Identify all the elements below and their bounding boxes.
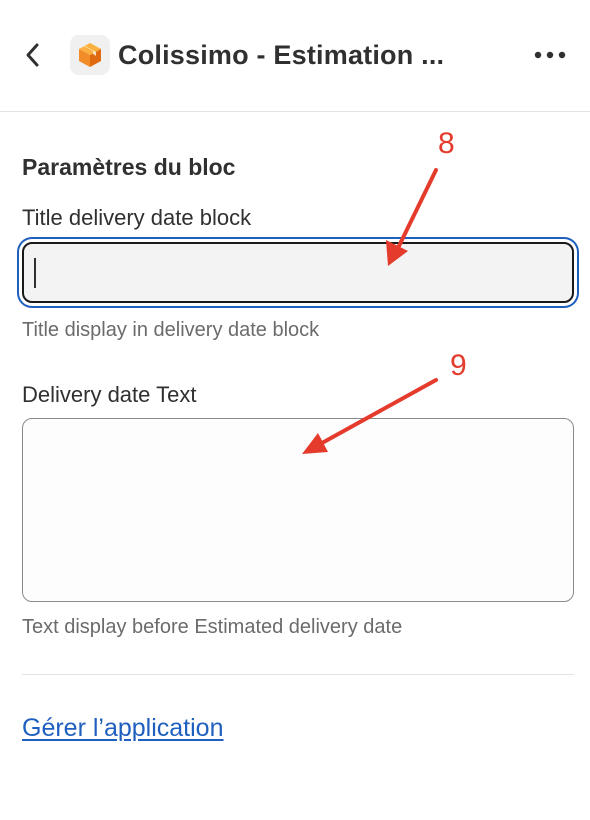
delivery-text-label: Delivery date Text [22,382,197,407]
chevron-left-icon [26,43,39,67]
more-actions-button[interactable] [530,40,570,70]
title-field-help: Title display in delivery date block [22,319,320,341]
app-icon [70,35,110,75]
package-box-icon [79,43,101,67]
delivery-date-text-input[interactable] [22,418,574,602]
annotation-number-8: 8 [438,127,455,160]
title-field-label: Title delivery date block [22,205,252,230]
back-button[interactable] [18,40,48,70]
text-caret [34,258,36,288]
delivery-text-help: Text display before Estimated delivery d… [22,616,403,638]
app-title: Colissimo - Estimation ... [118,40,445,70]
more-horizontal-icon [534,51,566,59]
annotation-number-9: 9 [450,349,467,382]
section-title: Paramètres du bloc [22,154,236,180]
top-bar: Colissimo - Estimation ... [0,0,590,112]
divider [22,674,574,675]
title-delivery-date-input[interactable] [22,242,574,303]
manage-app-link[interactable]: Gérer l’application [22,714,224,742]
